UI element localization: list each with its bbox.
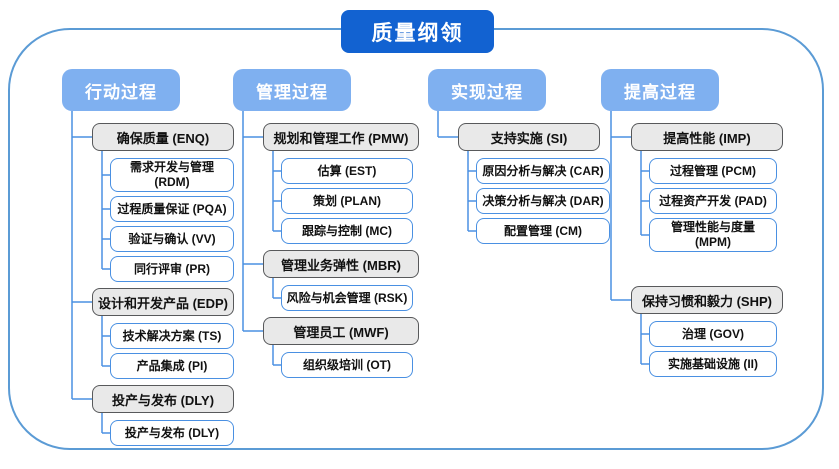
child-node: 配置管理 (CM) xyxy=(476,218,610,244)
child-node: 过程资产开发 (PAD) xyxy=(649,188,777,214)
child-node: 跟踪与控制 (MC) xyxy=(281,218,413,244)
parent-node: 支持实施 (SI) xyxy=(458,123,600,151)
process-group: 管理员工 (MWF) 组织级培训 (OT) xyxy=(263,317,419,378)
child-nodes: 估算 (EST) 策划 (PLAN) 跟踪与控制 (MC) xyxy=(281,151,419,244)
column-body: 确保质量 (ENQ) 需求开发与管理 (RDM) 过程质量保证 (PQA) 验证与确认… xyxy=(62,111,234,446)
process-group: 保持习惯和毅力 (SHP) 治理 (GOV) 实施基础设施 (II) xyxy=(631,286,783,377)
parent-node: 保持习惯和毅力 (SHP) xyxy=(631,286,783,314)
child-nodes: 风险与机会管理 (RSK) xyxy=(281,278,419,311)
process-group: 投产与发布 (DLY) 投产与发布 (DLY) xyxy=(92,385,234,446)
child-node: 投产与发布 (DLY) xyxy=(110,420,234,446)
child-node: 估算 (EST) xyxy=(281,158,413,184)
process-group: 设计和开发产品 (EDP) 技术解决方案 (TS) 产品集成 (PI) xyxy=(92,288,234,379)
child-nodes: 需求开发与管理 (RDM) 过程质量保证 (PQA) 验证与确认 (VV) 同行评审 … xyxy=(110,151,234,282)
child-node: 同行评审 (PR) xyxy=(110,256,234,282)
child-node: 产品集成 (PI) xyxy=(110,353,234,379)
column-header: 实现过程 xyxy=(428,69,546,111)
column-body: 支持实施 (SI) 原因分析与解决 (CAR) 决策分析与解决 (DAR) 配置管理 … xyxy=(428,111,610,244)
child-node: 过程质量保证 (PQA) xyxy=(110,196,234,222)
diagram-title: 质量纲领 xyxy=(341,10,494,53)
child-node: 过程管理 (PCM) xyxy=(649,158,777,184)
child-nodes: 投产与发布 (DLY) xyxy=(110,413,234,446)
child-nodes: 治理 (GOV) 实施基础设施 (II) xyxy=(649,314,783,377)
column-body: 提高性能 (IMP) 过程管理 (PCM) 过程资产开发 (PAD) 管理性能与度量 … xyxy=(601,111,783,377)
process-group: 规划和管理工作 (PMW) 估算 (EST) 策划 (PLAN) 跟踪与控制 (MC) xyxy=(263,123,419,244)
child-node: 实施基础设施 (II) xyxy=(649,351,777,377)
process-column: 行动过程确保质量 (ENQ) 需求开发与管理 (RDM) 过程质量保证 (PQA) 验… xyxy=(62,69,234,446)
child-node: 决策分析与解决 (DAR) xyxy=(476,188,610,214)
parent-node: 管理业务弹性 (MBR) xyxy=(263,250,419,278)
parent-node: 管理员工 (MWF) xyxy=(263,317,419,345)
process-column: 实现过程支持实施 (SI) 原因分析与解决 (CAR) 决策分析与解决 (DAR) 配… xyxy=(428,69,610,244)
child-nodes: 原因分析与解决 (CAR) 决策分析与解决 (DAR) 配置管理 (CM) xyxy=(476,151,610,244)
column-body: 规划和管理工作 (PMW) 估算 (EST) 策划 (PLAN) 跟踪与控制 (MC)… xyxy=(233,111,419,378)
child-node: 组织级培训 (OT) xyxy=(281,352,413,378)
child-node: 治理 (GOV) xyxy=(649,321,777,347)
parent-node: 投产与发布 (DLY) xyxy=(92,385,234,413)
column-header: 管理过程 xyxy=(233,69,351,111)
child-node: 需求开发与管理 (RDM) xyxy=(110,158,234,192)
process-group: 管理业务弹性 (MBR) 风险与机会管理 (RSK) xyxy=(263,250,419,311)
child-node: 原因分析与解决 (CAR) xyxy=(476,158,610,184)
child-node: 策划 (PLAN) xyxy=(281,188,413,214)
process-group: 支持实施 (SI) 原因分析与解决 (CAR) 决策分析与解决 (DAR) 配置管理 … xyxy=(458,123,610,244)
child-nodes: 过程管理 (PCM) 过程资产开发 (PAD) 管理性能与度量 (MPM) xyxy=(649,151,783,252)
parent-node: 确保质量 (ENQ) xyxy=(92,123,234,151)
child-node: 技术解决方案 (TS) xyxy=(110,323,234,349)
column-header: 行动过程 xyxy=(62,69,180,111)
parent-node: 提高性能 (IMP) xyxy=(631,123,783,151)
process-column: 管理过程规划和管理工作 (PMW) 估算 (EST) 策划 (PLAN) 跟踪与控制 … xyxy=(233,69,419,378)
child-node: 风险与机会管理 (RSK) xyxy=(281,285,413,311)
parent-node: 设计和开发产品 (EDP) xyxy=(92,288,234,316)
column-header: 提高过程 xyxy=(601,69,719,111)
process-column: 提高过程提高性能 (IMP) 过程管理 (PCM) 过程资产开发 (PAD) 管理性能… xyxy=(601,69,783,377)
child-node: 管理性能与度量 (MPM) xyxy=(649,218,777,252)
process-group: 确保质量 (ENQ) 需求开发与管理 (RDM) 过程质量保证 (PQA) 验证与确认… xyxy=(92,123,234,282)
parent-node: 规划和管理工作 (PMW) xyxy=(263,123,419,151)
process-group: 提高性能 (IMP) 过程管理 (PCM) 过程资产开发 (PAD) 管理性能与度量 … xyxy=(631,123,783,252)
child-nodes: 组织级培训 (OT) xyxy=(281,345,419,378)
child-node: 验证与确认 (VV) xyxy=(110,226,234,252)
child-nodes: 技术解决方案 (TS) 产品集成 (PI) xyxy=(110,316,234,379)
